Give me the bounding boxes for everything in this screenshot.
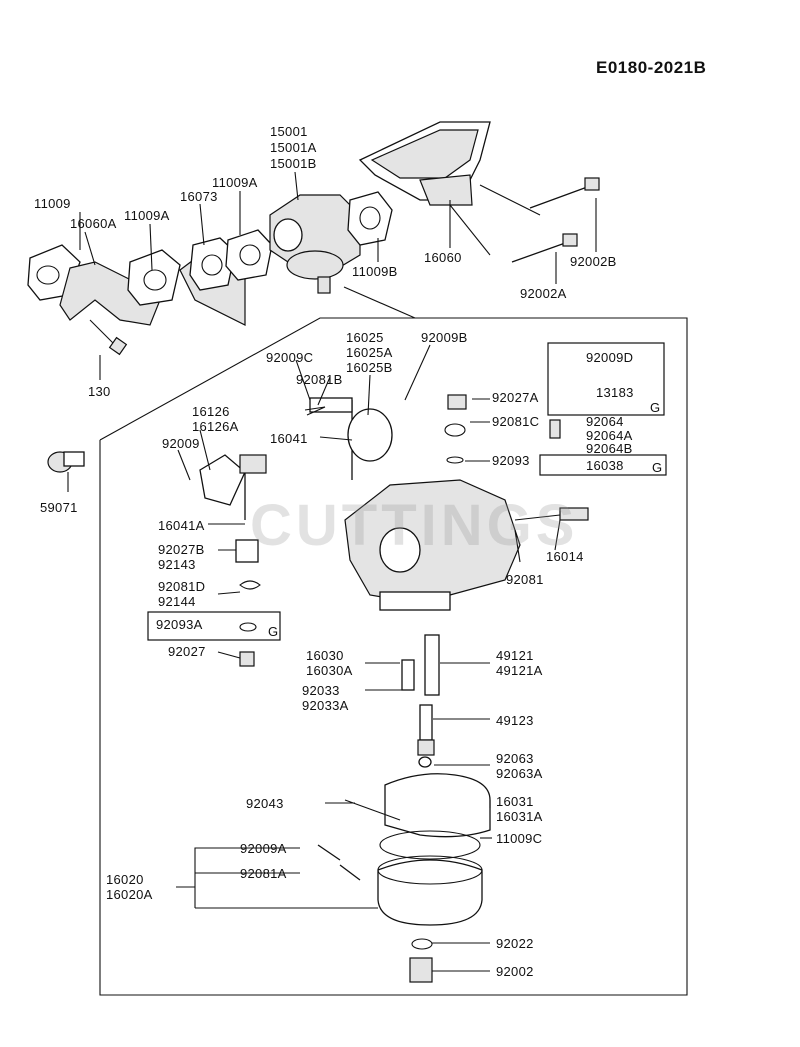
label-16031A: 16031A: [496, 809, 543, 824]
box-16038: [539, 454, 667, 476]
label-16020A: 16020A: [106, 887, 153, 902]
label-15001: 15001: [270, 124, 308, 139]
label-15001B: 15001B: [270, 156, 317, 171]
label-92022: 92022: [496, 936, 534, 951]
label-49123: 49123: [496, 713, 534, 728]
label-16014: 16014: [546, 549, 584, 564]
label-16126A: 16126A: [192, 419, 239, 434]
label-92064: 92064: [586, 414, 624, 429]
label-130: 130: [88, 384, 111, 399]
label-92009C: 92009C: [266, 350, 314, 365]
label-49121: 49121: [496, 648, 534, 663]
label-11009A-2: 11009A: [212, 175, 258, 190]
label-92064B: 92064B: [586, 441, 633, 456]
label-92081: 92081: [506, 572, 544, 587]
label-16025B: 16025B: [346, 360, 393, 375]
label-92093: 92093: [492, 453, 530, 468]
fitting-59071: [47, 451, 85, 473]
zoom-leader: [343, 286, 416, 319]
label-16025: 16025: [346, 330, 384, 345]
label-11009A-1: 11009A: [124, 208, 170, 223]
label-11009C: 11009C: [496, 831, 543, 846]
box-92009D: [547, 342, 665, 416]
watermark: CUTTINGS: [250, 493, 579, 558]
float-bowl-assembly: [317, 773, 491, 983]
label-92009: 92009: [162, 436, 200, 451]
label-92143: 92143: [158, 557, 196, 572]
air-cleaner-base: [358, 121, 541, 256]
diagram-id: E0180-2021B: [596, 58, 707, 77]
throttle-choke-parts: [199, 394, 561, 667]
label-G-3: G: [652, 460, 663, 475]
label-16041A: 16041A: [158, 518, 205, 533]
label-92002B: 92002B: [570, 254, 617, 269]
box-92093A: [147, 611, 281, 641]
label-92009D: 92009D: [586, 350, 634, 365]
label-13183: 13183: [596, 385, 634, 400]
label-92027A: 92027A: [492, 390, 539, 405]
label-92081B: 92081B: [296, 372, 343, 387]
label-92144: 92144: [158, 594, 196, 609]
label-16060A: 16060A: [70, 216, 117, 231]
leader-lines: [67, 171, 597, 972]
bolts: [511, 177, 600, 263]
label-16041: 16041: [270, 431, 308, 446]
label-16030A: 16030A: [306, 663, 353, 678]
label-16020: 16020: [106, 872, 144, 887]
label-G-2: G: [650, 400, 661, 415]
label-49121A: 49121A: [496, 663, 543, 678]
intake-manifold-assembly: [27, 229, 273, 356]
label-92002A: 92002A: [520, 286, 567, 301]
label-15001A: 15001A: [270, 140, 317, 155]
carburetor-body: [344, 479, 589, 611]
label-92081A: 92081A: [240, 866, 287, 881]
label-92093A: 92093A: [156, 617, 203, 632]
label-16060: 16060: [424, 250, 462, 265]
label-16073: 16073: [180, 189, 218, 204]
label-16126: 16126: [192, 404, 230, 419]
label-92002: 92002: [496, 964, 534, 979]
label-92033: 92033: [302, 683, 340, 698]
label-16025A: 16025A: [346, 345, 393, 360]
label-92063: 92063: [496, 751, 534, 766]
label-92063A: 92063A: [496, 766, 543, 781]
label-11009B: 11009B: [352, 264, 398, 279]
label-92009B: 92009B: [421, 330, 468, 345]
label-16030: 16030: [306, 648, 344, 663]
label-92033A: 92033A: [302, 698, 349, 713]
label-G-1: G: [268, 624, 279, 639]
detail-frame: [99, 317, 688, 996]
carburetor-assembly: [269, 191, 393, 294]
label-16038: 16038: [586, 458, 624, 473]
label-92081C: 92081C: [492, 414, 540, 429]
label-11009: 11009: [34, 196, 71, 211]
label-92064A: 92064A: [586, 428, 633, 443]
label-92027: 92027: [168, 644, 206, 659]
label-92009A: 92009A: [240, 841, 287, 856]
label-59071: 59071: [40, 500, 78, 515]
jet-needle-parts: [401, 634, 440, 768]
label-92027B: 92027B: [158, 542, 205, 557]
label-16031: 16031: [496, 794, 534, 809]
label-92043: 92043: [246, 796, 284, 811]
label-92081D: 92081D: [158, 579, 206, 594]
